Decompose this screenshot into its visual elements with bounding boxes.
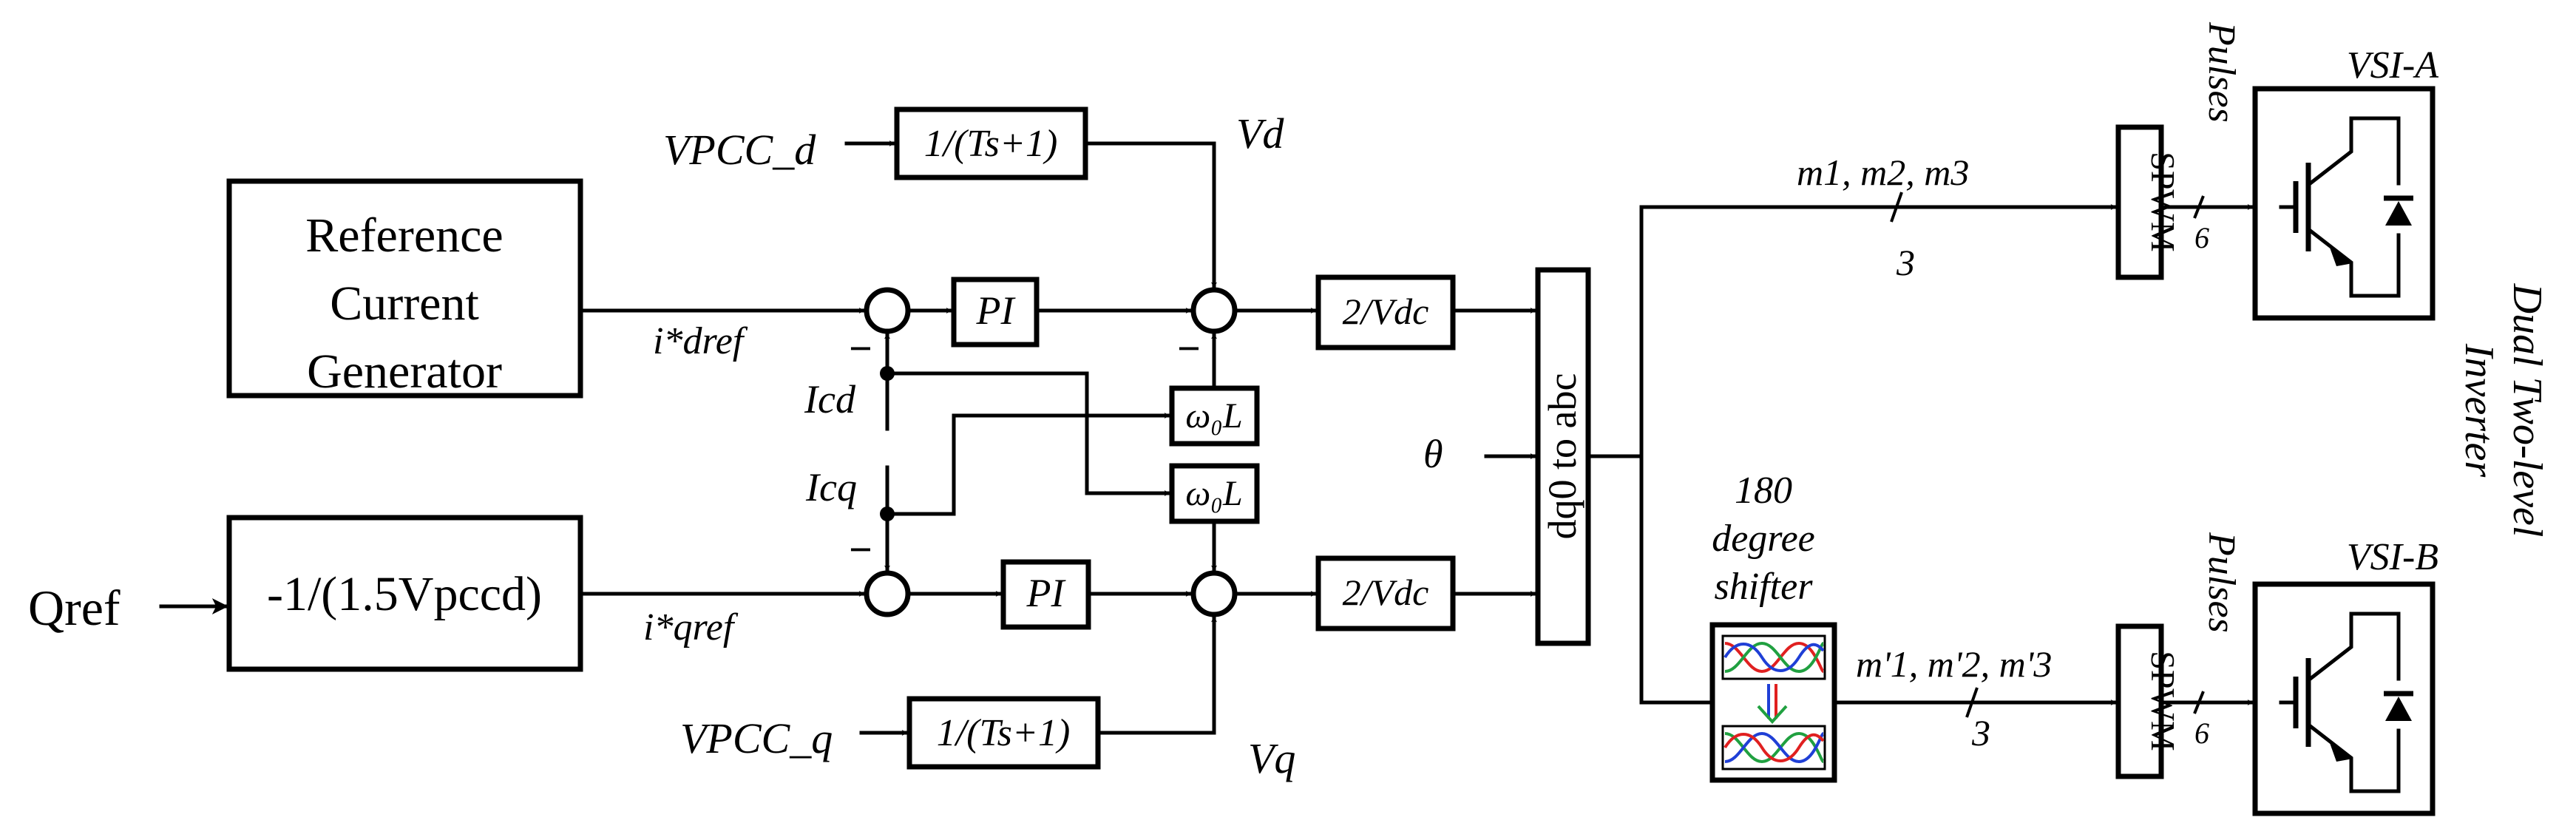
q-gain-label: -1/(1.5Vpccd) [267, 567, 542, 621]
igbt-switch-icon [2279, 612, 2401, 793]
dq0-to-abc-block: dq0 to abc [1535, 267, 1591, 646]
sum-junction-q2 [1190, 570, 1238, 617]
icq-label: Icq [805, 465, 857, 509]
gain-vdc-q-block: 2/Vdc [1315, 555, 1456, 631]
lpf-q-label: 1/(Ts+1) [937, 712, 1071, 754]
vpcc-q-label: VPCC_q [680, 714, 833, 762]
dq0-label: dq0 to abc [1540, 373, 1584, 540]
pi-d-label: PI [976, 288, 1017, 333]
spwm-a-block: SPWM [2115, 124, 2182, 280]
ref-gen-line3: Generator [307, 345, 502, 399]
pulses-a-label: Pulses [2200, 21, 2243, 123]
iqref-label: i*qref [643, 606, 739, 648]
waveform-icon [1721, 634, 1826, 770]
omega-l-top-block: ω₀L [1169, 385, 1260, 447]
qref-label: Qref [28, 580, 121, 636]
theta-label: θ [1423, 432, 1443, 476]
pulses-b-label: Pulses [2200, 532, 2243, 633]
ref-gen-line1: Reference [305, 209, 503, 262]
junction-dot-icd [880, 366, 895, 381]
sum-junction-q1 [864, 570, 911, 617]
shifter-label-2: degree [1712, 518, 1815, 560]
vq-label: Vq [1248, 734, 1295, 782]
pi-d-block: PI [951, 277, 1040, 348]
omega-l-top-label: ω₀L [1185, 396, 1242, 436]
lpf-d-label: 1/(Ts+1) [924, 123, 1058, 165]
gain-vdc-d-block: 2/Vdc [1315, 274, 1456, 350]
omega-l-bottom-label: ω₀L [1185, 474, 1242, 513]
icd-label: Icd [804, 377, 856, 421]
shifter-label-3: shifter [1715, 566, 1814, 608]
shifter-label-1: 180 [1735, 470, 1792, 512]
sum-junction-d1 [864, 287, 911, 334]
m-prime-label: m'1, m'2, m'3 [1856, 643, 2052, 685]
vpcc-d-label: VPCC_d [663, 126, 816, 174]
reference-current-generator-block: Reference Current Generator [226, 178, 583, 399]
sum-junction-d2 [1190, 287, 1238, 334]
lpf-d-block: 1/(Ts+1) [894, 106, 1088, 180]
phase-shifter-block: 180 degree shifter [1709, 470, 1837, 783]
bus-width-a: 3 [1896, 242, 1915, 283]
spwm-a-label: SPWM [2144, 152, 2182, 251]
diode-icon [2384, 691, 2413, 721]
pulse-count-b: 6 [2194, 717, 2209, 750]
inverter-caption-1: Dual Two-level [2504, 283, 2550, 538]
igbt-switch-icon [2279, 116, 2401, 298]
minus-sign-q1: − [849, 527, 872, 573]
vsi-b-title: VSI-B [2347, 536, 2438, 578]
junction-dot-icq [880, 507, 895, 521]
pulse-count-a: 6 [2194, 221, 2209, 254]
diode-icon [2384, 195, 2413, 226]
ref-gen-line2: Current [330, 277, 479, 331]
reactive-gain-block: -1/(1.5Vpccd) [226, 515, 583, 672]
vsi-a-title: VSI-A [2347, 44, 2438, 87]
minus-sign-d2: − [1177, 326, 1201, 372]
m-abc-label: m1, m2, m3 [1797, 152, 1969, 193]
omega-l-bottom-block: ω₀L [1169, 463, 1260, 524]
gain-q-label: 2/Vdc [1343, 572, 1429, 613]
signal-labels: Qref VPCC_d VPCC_q Vd Vq i*dref i*qref I… [28, 21, 2550, 782]
gain-d-label: 2/Vdc [1343, 291, 1429, 332]
minus-sign-d1: − [849, 326, 872, 372]
pi-q-block: PI [1000, 559, 1091, 630]
bus-width-b: 3 [1971, 712, 1990, 753]
pi-q-label: PI [1026, 571, 1067, 615]
spwm-b-block: SPWM [2115, 623, 2182, 779]
vd-label: Vd [1236, 109, 1284, 158]
signal-wires [159, 140, 2255, 736]
inverter-caption-2: Inverter [2456, 343, 2502, 478]
vsi-b-block: VSI-B [2252, 536, 2438, 816]
lpf-q-block: 1/(Ts+1) [906, 696, 1101, 770]
idref-label: i*dref [653, 320, 748, 362]
vsi-a-block: VSI-A [2252, 44, 2438, 321]
